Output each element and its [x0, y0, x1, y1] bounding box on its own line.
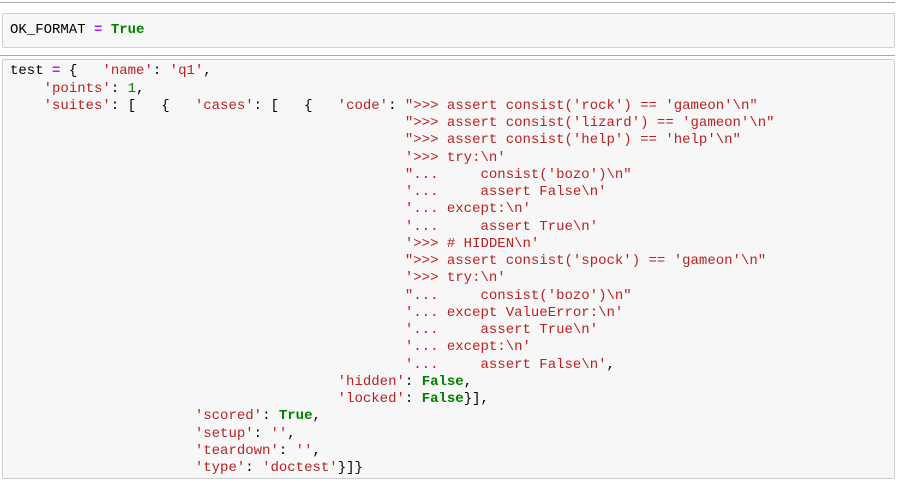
code-token-plain: :: [152, 63, 170, 80]
code-token-plain: {: [60, 63, 103, 80]
code-line: '... except:\n': [10, 201, 887, 218]
code-line: "... consist('bozo')\n": [10, 288, 887, 305]
code-line: ">>> assert consist('help') == 'help'\n": [10, 132, 887, 149]
code-token-string: '>>> # HIDDEN\n': [404, 235, 540, 252]
code-token-plain: ,: [203, 63, 212, 80]
code-token-string: 'points': [43, 80, 111, 97]
code-line: 'teardown': '',: [10, 443, 887, 460]
code-token-plain: OK_FORMAT: [10, 22, 95, 38]
code-token-plain: test: [10, 63, 53, 80]
code-token-string: '... except ValueError:\n': [404, 304, 624, 321]
code-token-string: 'type': [194, 460, 246, 476]
code-token-string: 'teardown': [194, 442, 279, 459]
code-token-string: '... assert True\n': [404, 322, 599, 338]
code-line: '... assert False\n',: [10, 357, 887, 374]
code-token-plain: ,: [606, 356, 615, 373]
code-token-plain: :: [278, 442, 296, 459]
code-line: '>>> try:\n': [10, 150, 887, 167]
code-line: 'setup': '',: [10, 426, 887, 443]
code-token-plain: :: [404, 373, 422, 390]
cell-separator-middle: [0, 55, 895, 57]
code-token-keyword: False: [421, 391, 464, 407]
code-token-string: 'locked': [337, 391, 405, 407]
code-token-string: '... assert False\n': [404, 356, 607, 373]
code-line: 'suites': [ { 'cases': [ { 'code': ">>> …: [10, 98, 887, 115]
code-token-string: '': [270, 425, 288, 442]
code-token-plain: :: [388, 97, 405, 114]
code-token-number: 1: [127, 80, 137, 97]
code-token-plain: }]}: [337, 460, 363, 476]
code-token-string: 'suites': [43, 97, 111, 114]
code-token-plain: [102, 22, 110, 38]
code-token-string: "... consist('bozo')\n": [404, 287, 632, 304]
code-token-string: '... except:\n': [404, 201, 531, 218]
code-line: 'type': 'doctest'}]}: [10, 460, 887, 477]
code-token-string: ">>> assert consist('help') == 'help'\n": [404, 132, 741, 149]
code-token-string: '... assert False\n': [404, 184, 607, 200]
code-token-plain: ,: [287, 425, 296, 442]
code-token-plain: :: [404, 391, 422, 407]
code-cell-ok-format[interactable]: OK_FORMAT = True: [2, 13, 895, 49]
cell-separator-top: [0, 2, 895, 3]
code-token-plain: : [ {: [253, 97, 338, 114]
code-token-string: '': [295, 442, 313, 459]
code-token-string: 'name': [102, 63, 153, 80]
code-token-string: 'setup': [194, 425, 254, 442]
code-line: test = { 'name': 'q1',: [10, 63, 887, 80]
code-token-plain: ,: [312, 442, 321, 459]
code-token-plain: :: [110, 80, 128, 97]
code-token-keyword: True: [278, 408, 313, 425]
code-line: '... except ValueError:\n': [10, 305, 887, 322]
code-token-operator: =: [94, 22, 103, 38]
code-line: '>>> # HIDDEN\n': [10, 236, 887, 253]
code-line: '... assert True\n': [10, 219, 887, 236]
code-token-string: '... except:\n': [404, 339, 531, 356]
code-token-keyword: True: [110, 22, 145, 38]
code-line: ">>> assert consist('lizard') == 'gameon…: [10, 115, 887, 132]
code-token-string: '... assert True\n': [404, 218, 599, 235]
code-token-string: "... consist('bozo')\n": [404, 166, 632, 183]
code-token-string: 'q1': [169, 63, 204, 80]
code-editor-test-dict[interactable]: test = { 'name': 'q1', 'points': 1, 'sui…: [10, 63, 887, 477]
code-token-plain: :: [262, 408, 279, 425]
code-token-string: 'cases': [194, 97, 254, 114]
code-line: 'points': 1,: [10, 81, 887, 98]
code-token-operator: =: [52, 63, 61, 80]
code-line: OK_FORMAT = True: [10, 22, 887, 39]
code-token-string: 'hidden': [337, 373, 405, 390]
code-token-string: ">>> assert consist('lizard') == 'gameon…: [404, 115, 775, 131]
code-token-plain: :: [253, 425, 271, 442]
code-token-string: 'scored': [194, 408, 263, 425]
code-token-string: '>>> try:\n': [404, 149, 506, 166]
code-token-string: '>>> try:\n': [404, 270, 506, 287]
code-editor-ok-format[interactable]: OK_FORMAT = True: [10, 22, 887, 39]
code-token-plain: : [ {: [110, 97, 195, 114]
code-token-keyword: False: [421, 373, 464, 390]
code-token-plain: :: [245, 460, 263, 476]
code-line: 'scored': True,: [10, 408, 887, 425]
code-token-plain: ,: [463, 373, 473, 390]
code-line: '... assert False\n': [10, 184, 887, 201]
code-line: '... except:\n': [10, 339, 887, 356]
code-token-string: ">>> assert consist('rock') == 'gameon'\…: [404, 97, 758, 114]
code-token-string: 'doctest': [262, 460, 338, 476]
code-line: '>>> try:\n': [10, 270, 887, 287]
code-cell-test-dict[interactable]: test = { 'name': 'q1', 'points': 1, 'sui…: [2, 59, 895, 480]
code-line: 'locked': False}],: [10, 391, 887, 408]
code-token-string: ">>> assert consist('spock') == 'gameon'…: [404, 253, 767, 269]
code-line: ">>> assert consist('spock') == 'gameon'…: [10, 253, 887, 270]
code-token-plain: ,: [136, 80, 145, 97]
code-token-string: 'code': [337, 97, 389, 114]
code-token-plain: }],: [463, 391, 489, 407]
code-token-plain: ,: [312, 408, 321, 425]
code-line: 'hidden': False,: [10, 374, 887, 391]
code-line: "... consist('bozo')\n": [10, 167, 887, 184]
code-line: '... assert True\n': [10, 322, 887, 339]
